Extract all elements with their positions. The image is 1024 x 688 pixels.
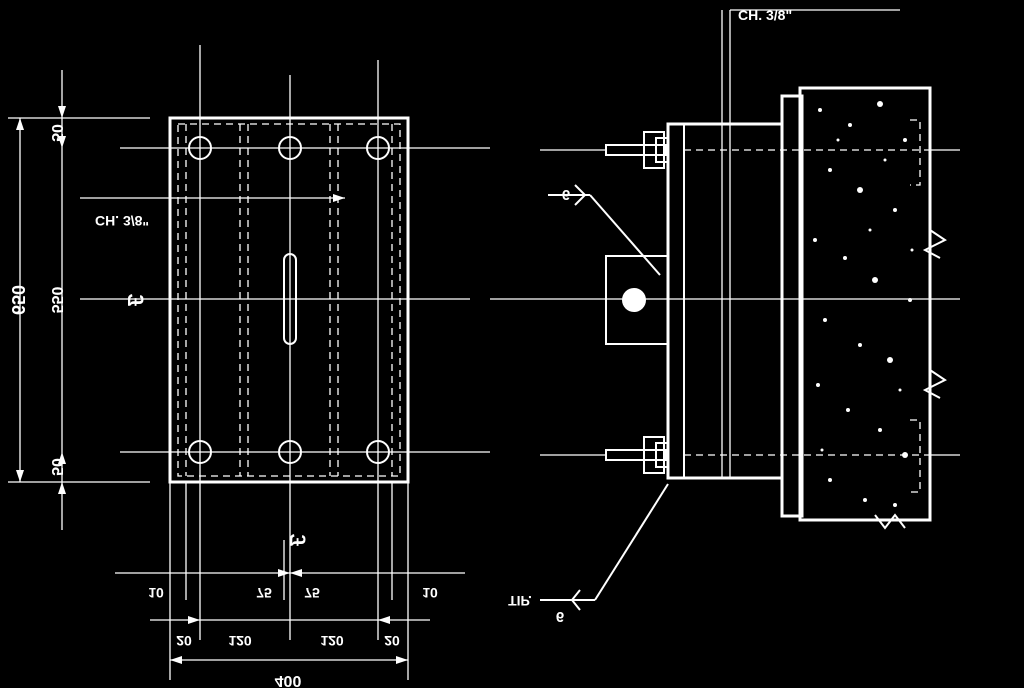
arrow-head (188, 616, 200, 624)
lug-pin (622, 288, 646, 312)
axis-mark: £ (285, 533, 310, 546)
arrow-head (58, 136, 66, 148)
dim-lower-cl-group: 75 (256, 585, 272, 601)
dim-label-middle: 550 (48, 287, 65, 314)
dim-bottom-edge-right: 20 (384, 633, 400, 649)
dim-label-top-edge: 50 (48, 124, 65, 142)
weld-symbol (574, 184, 587, 206)
dim-bottom-span-left: 120 (228, 633, 252, 649)
anchor-bolt-bottom (540, 436, 960, 474)
anchor-hook (910, 119, 921, 186)
bracket-channel (666, 122, 784, 480)
plate-outline (168, 116, 410, 484)
plate-note-group: CH. 3/8" (95, 213, 149, 229)
dim-lower-left-group: 10 (148, 585, 164, 601)
arrow-head (378, 616, 390, 624)
weld-leader (594, 483, 669, 601)
arrow-head (58, 106, 66, 118)
bolt-shank (605, 144, 667, 156)
weld-size-top: 6 (562, 186, 570, 203)
anchor-bolt-top (540, 131, 960, 169)
side-mark-group: £ (123, 293, 148, 306)
arrow-head (333, 194, 345, 202)
arrow-head (16, 118, 24, 130)
arrow-head (16, 470, 24, 482)
arrow-head (278, 569, 290, 577)
dim-lower-right-group: 10 (422, 585, 438, 601)
bolt-shank (605, 449, 667, 461)
bolt-nut (643, 436, 665, 474)
dim-lower-center-right: 75 (304, 585, 320, 601)
lug-plate (605, 255, 669, 345)
side-mark: £ (123, 293, 148, 306)
dim-lower-center-left: 75 (256, 585, 272, 601)
dim-bottom-span-left-group: 120 (228, 633, 252, 649)
dim-label-bottom-group: 50 (48, 458, 65, 476)
dim-overall-width: 400 (275, 672, 302, 688)
weld-leader (589, 194, 661, 276)
dim-label-top-group: 50 (48, 124, 65, 142)
arrow-head (58, 452, 66, 464)
weld-symbol (570, 589, 581, 611)
dim-bottom-edge-left: 20 (176, 633, 192, 649)
weld-bottom-label-group: 6 (556, 608, 564, 625)
dim-bottom-right-group: 20 (384, 633, 400, 649)
bolt-nut (643, 131, 665, 169)
break-mark (874, 513, 906, 530)
bolt-holes (188, 136, 390, 464)
dim-lower-edge-right: 10 (422, 585, 438, 601)
plate-front-view: 650 50 550 50 CH. 3/8" £ £ 10 75 75 10 (8, 45, 490, 688)
concrete-speckle (813, 101, 914, 507)
bolt-washer (655, 442, 669, 468)
dim-bottom-span-right-group: 120 (320, 633, 344, 649)
plate-note-left: CH. 3/8" (95, 213, 149, 229)
dim-label-middle-group: 550 (48, 287, 65, 314)
arrow-head (290, 569, 302, 577)
bolt-washer (655, 137, 669, 163)
dim-lower-cr-group: 75 (304, 585, 320, 601)
concrete-wall (798, 86, 932, 522)
dim-label-bottom-edge: 50 (48, 458, 65, 476)
dim-label-total-group: 650 (8, 285, 28, 315)
anchor-hook (910, 419, 921, 493)
dim-bottom-span-right: 120 (320, 633, 344, 649)
weld-tip-note: TIP. (508, 593, 532, 609)
break-mark (922, 369, 947, 399)
plate-inner-dashed (177, 123, 401, 477)
break-mark (922, 229, 947, 259)
plate-note-right: CH. 3/8" (738, 7, 792, 23)
weld-size-bottom: 6 (556, 608, 564, 625)
overall-width-group: 400 (275, 672, 302, 688)
axis-mark-group: £ (285, 533, 310, 546)
dim-bottom-left-group: 20 (176, 633, 192, 649)
dim-lower-edge-left: 10 (148, 585, 164, 601)
arrow-head (58, 482, 66, 494)
weld-tip-group: TIP. (508, 593, 532, 609)
arrow-head (170, 656, 182, 664)
section-side-view: 6 6 TIP. CH. 3/8" (490, 7, 960, 625)
weld-top-label-group: 6 (562, 186, 570, 203)
arrow-head (396, 656, 408, 664)
dim-label-total: 650 (8, 285, 28, 315)
